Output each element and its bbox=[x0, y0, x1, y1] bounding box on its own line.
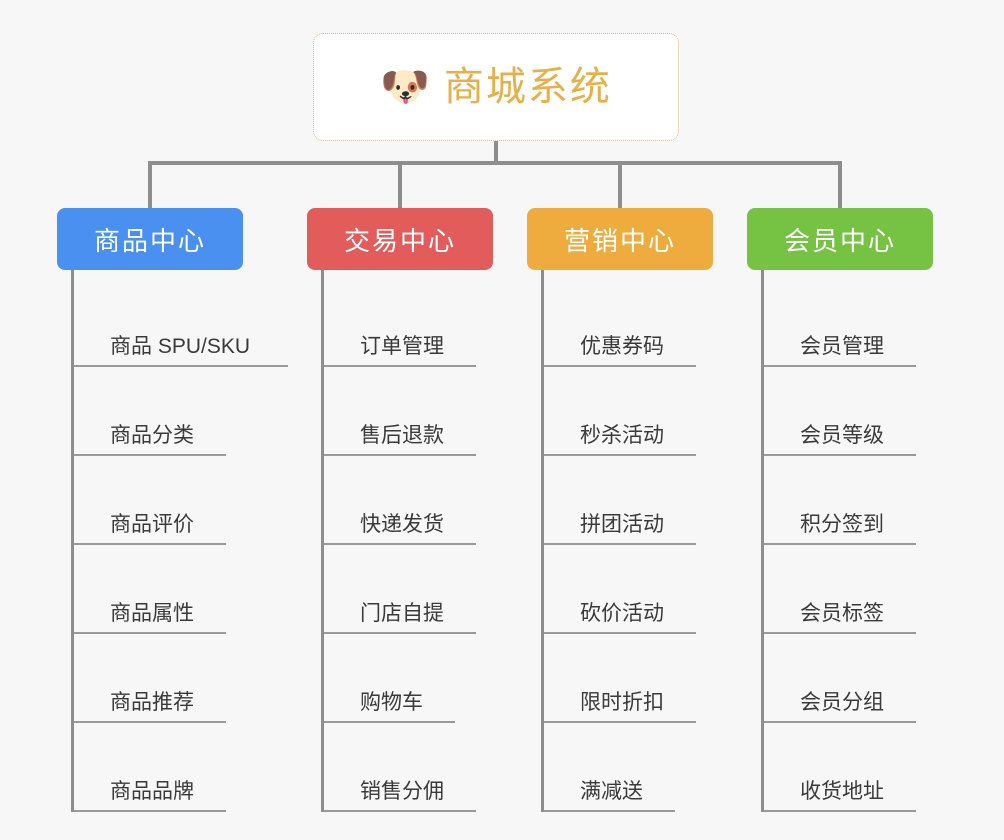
list-item[interactable]: 会员标签 bbox=[764, 545, 933, 634]
leaf-underline bbox=[74, 365, 288, 367]
list-item[interactable]: 商品品牌 bbox=[74, 723, 243, 812]
leaf-label: 砍价活动 bbox=[580, 601, 664, 625]
leaf-underline bbox=[324, 543, 476, 545]
leaf-underline bbox=[324, 721, 455, 723]
leaf-label: 商品评价 bbox=[110, 512, 194, 536]
leaf-underline bbox=[544, 632, 696, 634]
connector-root-stem bbox=[494, 141, 498, 163]
leaf-underline bbox=[74, 721, 226, 723]
leaf-label: 购物车 bbox=[360, 690, 423, 714]
leaf-underline bbox=[324, 810, 476, 812]
branch-column-4: 会员中心 会员管理 会员等级 积分签到 会员标签 会员分组 bbox=[747, 208, 933, 812]
leaf-list-1: 商品 SPU/SKU 商品分类 商品评价 商品属性 商品推荐 商品品牌 bbox=[71, 270, 288, 812]
leaf-underline bbox=[74, 543, 226, 545]
leaf-underline bbox=[764, 632, 916, 634]
branch-column-2: 交易中心 订单管理 售后退款 快递发货 门店自提 购物车 bbox=[307, 208, 493, 812]
connector-drop-branch-1 bbox=[148, 161, 152, 209]
leaf-underline bbox=[544, 721, 696, 723]
leaf-underline bbox=[764, 721, 916, 723]
leaf-label: 商品属性 bbox=[110, 601, 194, 625]
root-node[interactable]: 🐶 商城系统 bbox=[313, 33, 679, 141]
leaf-label: 售后退款 bbox=[360, 423, 444, 447]
list-item[interactable]: 购物车 bbox=[324, 634, 493, 723]
shiba-dog-face-icon: 🐶 bbox=[380, 65, 430, 109]
leaf-underline bbox=[544, 454, 696, 456]
leaf-label: 商品品牌 bbox=[110, 779, 194, 803]
list-item[interactable]: 商品推荐 bbox=[74, 634, 243, 723]
list-item[interactable]: 售后退款 bbox=[324, 367, 493, 456]
branch-header-1[interactable]: 商品中心 bbox=[57, 208, 243, 270]
leaf-underline bbox=[74, 810, 226, 812]
leaf-list-4: 会员管理 会员等级 积分签到 会员标签 会员分组 收货地址 bbox=[761, 270, 933, 812]
leaf-label: 销售分佣 bbox=[360, 779, 444, 803]
leaf-label: 秒杀活动 bbox=[580, 423, 664, 447]
leaf-label: 限时折扣 bbox=[580, 690, 664, 714]
branch-column-3: 营销中心 优惠券码 秒杀活动 拼团活动 砍价活动 限时折扣 bbox=[527, 208, 713, 812]
list-item[interactable]: 会员管理 bbox=[764, 278, 933, 367]
connector-horizontal-bus bbox=[148, 161, 842, 165]
leaf-label: 商品分类 bbox=[110, 423, 194, 447]
leaf-underline bbox=[764, 454, 916, 456]
leaf-label: 满减送 bbox=[580, 779, 643, 803]
connector-drop-branch-2 bbox=[398, 161, 402, 209]
leaf-label: 商品推荐 bbox=[110, 690, 194, 714]
connector-drop-branch-4 bbox=[838, 161, 842, 209]
branch-label-1: 商品中心 bbox=[93, 225, 206, 256]
leaf-label: 收货地址 bbox=[800, 779, 884, 803]
list-item[interactable]: 会员等级 bbox=[764, 367, 933, 456]
list-item[interactable]: 积分签到 bbox=[764, 456, 933, 545]
branch-header-4[interactable]: 会员中心 bbox=[747, 208, 933, 270]
leaf-underline bbox=[74, 454, 226, 456]
list-item[interactable]: 秒杀活动 bbox=[544, 367, 713, 456]
branch-label-4: 会员中心 bbox=[783, 225, 896, 256]
list-item[interactable]: 限时折扣 bbox=[544, 634, 713, 723]
branch-header-2[interactable]: 交易中心 bbox=[307, 208, 493, 270]
leaf-label: 会员等级 bbox=[800, 423, 884, 447]
list-item[interactable]: 门店自提 bbox=[324, 545, 493, 634]
branch-header-3[interactable]: 营销中心 bbox=[527, 208, 713, 270]
leaf-underline bbox=[764, 543, 916, 545]
leaf-label: 积分签到 bbox=[800, 512, 884, 536]
leaf-underline bbox=[764, 810, 916, 812]
leaf-underline bbox=[544, 365, 696, 367]
leaf-list-3: 优惠券码 秒杀活动 拼团活动 砍价活动 限时折扣 满减送 bbox=[541, 270, 713, 812]
connector-drop-branch-3 bbox=[618, 161, 622, 209]
list-item[interactable]: 满减送 bbox=[544, 723, 713, 812]
leaf-list-2: 订单管理 售后退款 快递发货 门店自提 购物车 销售分佣 bbox=[321, 270, 493, 812]
leaf-underline bbox=[544, 543, 696, 545]
leaf-underline bbox=[544, 810, 675, 812]
leaf-underline bbox=[324, 632, 476, 634]
leaf-underline bbox=[324, 454, 476, 456]
list-item[interactable]: 砍价活动 bbox=[544, 545, 713, 634]
leaf-label: 优惠券码 bbox=[580, 334, 664, 358]
leaf-label: 订单管理 bbox=[360, 334, 444, 358]
leaf-label: 商品 SPU/SKU bbox=[110, 334, 251, 358]
list-item[interactable]: 优惠券码 bbox=[544, 278, 713, 367]
leaf-underline bbox=[74, 632, 226, 634]
list-item[interactable]: 商品属性 bbox=[74, 545, 243, 634]
root-node-content: 🐶 商城系统 bbox=[380, 65, 612, 109]
list-item[interactable]: 收货地址 bbox=[764, 723, 933, 812]
leaf-label: 拼团活动 bbox=[580, 512, 664, 536]
list-item[interactable]: 会员分组 bbox=[764, 634, 933, 723]
list-item[interactable]: 商品 SPU/SKU bbox=[74, 278, 288, 367]
list-item[interactable]: 商品评价 bbox=[74, 456, 243, 545]
list-item[interactable]: 快递发货 bbox=[324, 456, 493, 545]
list-item[interactable]: 商品分类 bbox=[74, 367, 243, 456]
list-item[interactable]: 订单管理 bbox=[324, 278, 493, 367]
branch-label-3: 营销中心 bbox=[563, 225, 676, 256]
leaf-label: 门店自提 bbox=[360, 601, 444, 625]
branch-label-2: 交易中心 bbox=[343, 225, 456, 256]
root-title: 商城系统 bbox=[443, 65, 612, 109]
branch-column-1: 商品中心 商品 SPU/SKU 商品分类 商品评价 商品属性 商品推荐 bbox=[57, 208, 288, 812]
leaf-underline bbox=[324, 365, 476, 367]
leaf-label: 会员标签 bbox=[800, 601, 884, 625]
leaf-label: 快递发货 bbox=[360, 512, 444, 536]
list-item[interactable]: 销售分佣 bbox=[324, 723, 493, 812]
list-item[interactable]: 拼团活动 bbox=[544, 456, 713, 545]
leaf-label: 会员管理 bbox=[800, 334, 884, 358]
leaf-label: 会员分组 bbox=[800, 690, 884, 714]
leaf-underline bbox=[764, 365, 916, 367]
